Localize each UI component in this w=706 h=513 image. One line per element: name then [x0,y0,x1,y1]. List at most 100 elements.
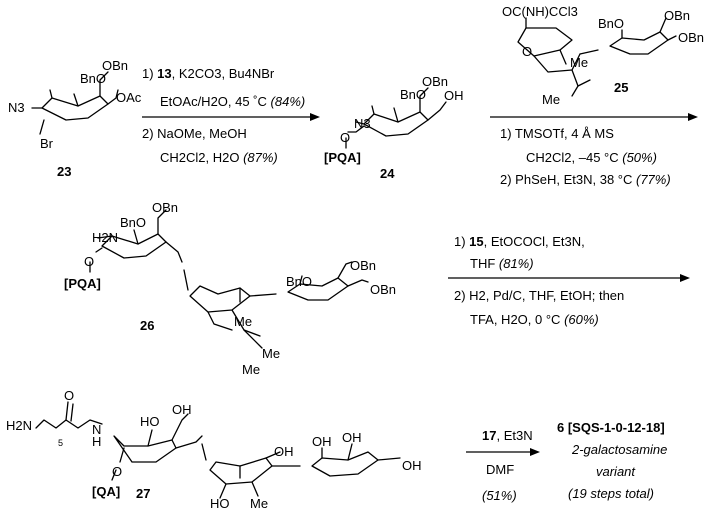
step1-line4-yield: (87%) [243,150,278,165]
compound-25: OC(NH)CCl3 BnO OBn OBn O Me Me 25 [502,4,704,107]
step1-line2-main: EtOAc/H2O, 45 ˚C [160,94,271,109]
step1-conditions: 1) 13, K2CO3, Bu4NBr EtOAc/H2O, 45 ˚C (8… [142,66,320,165]
step2-line2-main: CH2Cl2, –45 °C [526,150,622,165]
step3-line1-rest: , EtOCOCl, Et3N, [484,234,585,249]
c23-obn-label: OBn [102,58,128,73]
product-line4: (19 steps total) [568,486,654,501]
step3-line1-prefix: 1) [454,234,469,249]
step3-ref-15: 15 [469,234,483,249]
c26-me2-label: Me [262,346,280,361]
step4-ref-17: 17 [482,428,496,443]
svg-text:EtOAc/H2O, 45 ˚C (84%): EtOAc/H2O, 45 ˚C (84%) [160,94,305,109]
svg-text:CH2Cl2, –45 °C (50%): CH2Cl2, –45 °C (50%) [526,150,657,165]
product-line2: 2-galactosamine [571,442,667,457]
product-label: 6 [SQS-1-0-12-18] 2-galactosamine varian… [557,420,667,501]
step3-conditions: 1) 15, EtOCOCl, Et3N, THF (81%) 2) H2, P… [448,234,690,327]
c23-number: 23 [57,164,71,179]
c27-o-label: O [64,388,74,403]
svg-text:1) 13, K2CO3, Bu4NBr: 1) 13, K2CO3, Bu4NBr [142,66,275,81]
c27-qa-label: [QA] [92,484,120,499]
product-line3: variant [596,464,636,479]
c24-oh-label: OH [444,88,464,103]
c23-br-label: Br [40,136,54,151]
svg-text:THF (81%): THF (81%) [470,256,534,271]
step2-arrowhead [688,113,698,121]
c26-number: 26 [140,318,154,333]
step2-line2-yield: (50%) [622,150,657,165]
c26-pqa-label: [PQA] [64,276,101,291]
c26-bno-label: BnO [120,215,146,230]
c24-bno-label: BnO [400,87,426,102]
c25-me1-label: Me [570,55,588,70]
c26-obn-label: OBn [152,200,178,215]
c25-obn1-label: OBn [664,8,690,23]
c25-bno-label: BnO [598,16,624,31]
step2-line1: 1) TMSOTf, 4 Å MS [500,126,614,141]
c24-o-label: O [340,130,350,145]
c27-oh5-label: OH [402,458,422,473]
c26-obn2-label: OBn [350,258,376,273]
c26-me1-label: Me [234,314,252,329]
step1-line4-main: CH2Cl2, H2O [160,150,243,165]
svg-text:CH2Cl2, H2O (87%): CH2Cl2, H2O (87%) [160,150,278,165]
c27-h-label: H [92,434,101,449]
step3-line4-main: TFA, H2O, 0 °C [470,312,564,327]
step1-ref-13: 13 [157,66,171,81]
c27-ho-label: HO [140,414,160,429]
c25-me2-label: Me [542,92,560,107]
compound-23: BnO OBn OAc N3 Br 23 [8,58,142,179]
svg-text:2) PhSeH, Et3N, 38 °C (77%): 2) PhSeH, Et3N, 38 °C (77%) [500,172,671,187]
c27-ho2-label: HO [210,496,230,511]
step4-line1-rest: , Et3N [496,428,532,443]
svg-text:17, Et3N: 17, Et3N [482,428,533,443]
compound-27: H2N 5 O N H HO OH O [QA] OH HO Me OH OH … [6,388,422,511]
c23-oac-label: OAc [116,90,142,105]
c27-oh-label: OH [172,402,192,417]
step1-line1-prefix: 1) [142,66,157,81]
step3-line2-main: THF [470,256,499,271]
step3-line3: 2) H2, Pd/C, THF, EtOH; then [454,288,624,303]
c27-o2-label: O [112,464,122,479]
svg-text:1) 15, EtOCOCl, Et3N,: 1) 15, EtOCOCl, Et3N, [454,234,585,249]
c26-o-label: O [84,254,94,269]
c26-me2b-label: Me [242,362,260,377]
step1-line2-yield: (84%) [271,94,306,109]
c27-n-label: N [92,422,101,437]
c25-number: 25 [614,80,628,95]
c26-h2n-label: H2N [92,230,118,245]
c24-number: 24 [380,166,395,181]
step1-line3: 2) NaOMe, MeOH [142,126,247,141]
c27-oh2-label: OH [274,444,294,459]
c25-o-label: O [522,44,532,59]
c24-obn-label: OBn [422,74,448,89]
c27-sub5-label: 5 [58,438,63,448]
c25-imidate-label: OC(NH)CCl3 [502,4,578,19]
step4-line3: (51%) [482,488,517,503]
c23-bno-label: BnO [80,71,106,86]
c23-n3-label: N3 [8,100,25,115]
step2-line3-main: 2) PhSeH, Et3N, 38 °C [500,172,636,187]
c26-obn3-label: OBn [370,282,396,297]
product-title: 6 [SQS-1-0-12-18] [557,420,665,435]
step3-line2-yield: (81%) [499,256,534,271]
c27-h2n-label: H2N [6,418,32,433]
c27-number: 27 [136,486,150,501]
step3-line4-yield: (60%) [564,312,599,327]
c27-me-label: Me [250,496,268,511]
step4-conditions: 17, Et3N DMF (51%) [466,428,540,503]
c24-n3-label: N3 [354,116,371,131]
c27-oh3-label: OH [342,430,362,445]
step2-conditions: 1) TMSOTf, 4 Å MS CH2Cl2, –45 °C (50%) 2… [490,113,698,187]
c26-bno2-label: BnO [286,274,312,289]
step3-arrowhead [680,274,690,282]
compound-26: H2N BnO OBn O [PQA] Me Me Me BnO OBn OBn… [64,200,396,377]
svg-text:TFA, H2O, 0 °C (60%): TFA, H2O, 0 °C (60%) [470,312,599,327]
c25-obn2-label: OBn [678,30,704,45]
c27-oh4-label: OH [312,434,332,449]
step1-arrowhead [310,113,320,121]
compound-24: BnO OBn OH N3 O [PQA] 24 [324,74,464,181]
step4-line2: DMF [486,462,514,477]
step4-arrowhead [530,448,540,456]
c24-pqa-label: [PQA] [324,150,361,165]
